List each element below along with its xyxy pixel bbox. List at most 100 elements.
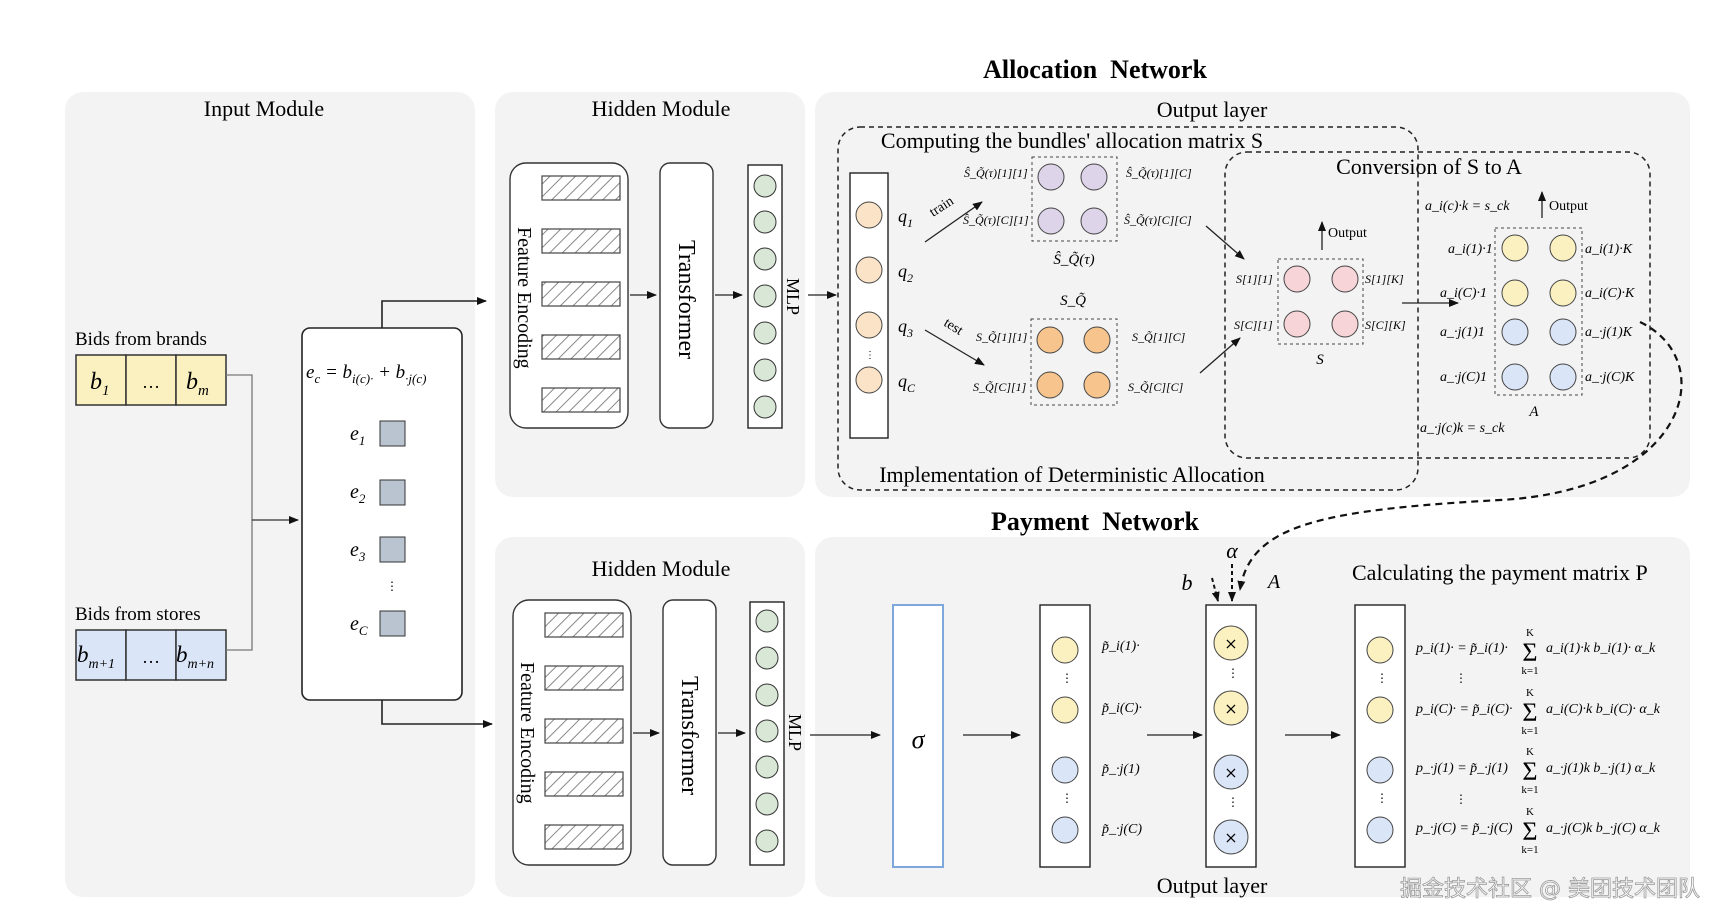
s-caption: S (1316, 352, 1324, 368)
q-label-1: q1 (898, 206, 913, 230)
multiply-column: α b A × ⋮ × × ⋮ × (1182, 538, 1281, 868)
svg-text:k=1: k=1 (1521, 784, 1538, 796)
s-tau-1c: Ŝ_Q̃(τ)[1][C] (1126, 166, 1192, 180)
feature-encoding-bottom-label: Feature Encoding (516, 662, 538, 804)
svg-text:a_i(1)·k b_i(1)· α_k: a_i(1)·k b_i(1)· α_k (1546, 641, 1656, 656)
mlp-top-label: MLP (783, 278, 803, 315)
s-tau-to-s-arrow (1205, 225, 1245, 260)
s-q-11: S_Q̃[1][1] (976, 330, 1028, 344)
a-matrix: a_i(c)·k = s_ck Output a_i(1)·1 a_i(C)·1… (1420, 191, 1635, 436)
formula-4: p_·j(C) = p̃_·j(C) K Σ k=1 a_·j(C)k b_·j… (1415, 806, 1661, 856)
svg-text:k=1: k=1 (1521, 725, 1538, 737)
transformer-bottom-label: Transformer (676, 676, 702, 795)
formula-3: p_·j(1) = p̃_·j(1) K Σ k=1 a_·j(1)k b_·j… (1415, 746, 1656, 796)
svg-text:×: × (1224, 634, 1237, 653)
hidden-module-bottom: Hidden Module Feature Encoding Transform… (512, 556, 805, 866)
a-right-3: a_·j(1)K (1585, 325, 1633, 340)
svg-text:⋮: ⋮ (1455, 671, 1467, 685)
brand-bids-row: b1 … bm (75, 354, 227, 406)
implementation-title: Implementation of Deterministic Allocati… (879, 462, 1265, 487)
a-left-2: a_i(C)·1 (1440, 286, 1487, 301)
a-right-1: a_i(1)·K (1585, 242, 1633, 257)
s-c1: S[C][1] (1234, 318, 1273, 332)
s-ck: S[C][K] (1365, 318, 1406, 332)
svg-text:k=1: k=1 (1521, 844, 1538, 856)
q-label-2: q2 (898, 261, 913, 285)
svg-text:⋮: ⋮ (1061, 791, 1073, 805)
conversion-dashed-box (1224, 151, 1651, 459)
s-matrix: Output S[1][1] S[1][K] S[C][1] S[C][K] S (1234, 221, 1406, 368)
svg-text:p_·j(C) = p̃_·j(C): p_·j(C) = p̃_·j(C) (1415, 821, 1513, 836)
a-to-payment-curve (1237, 321, 1683, 591)
bundles-dashed-box (837, 126, 1419, 491)
svg-text:Σ: Σ (1522, 698, 1537, 727)
p-tilde-1: p̃_i(1)· (1101, 639, 1140, 654)
payment-output-layer-title: Output layer (1157, 873, 1268, 898)
allocation-output-layer-title: Output layer (1157, 97, 1268, 122)
s-q-matrix: S_Q̃ S_Q̃[1][1] S_Q̃[1][C] S_Q̃[C][1] S_… (973, 292, 1186, 406)
q-label-3: q3 (898, 316, 913, 340)
bundles-title: Computing the bundles' allocation matrix… (881, 128, 1263, 153)
p-tilde-4: p̃_·j(C) (1101, 822, 1142, 837)
bids-connector (226, 374, 253, 651)
svg-text:⋮: ⋮ (1376, 671, 1388, 685)
a-formula-bottom: a_·j(c)k = s_ck (1420, 421, 1505, 436)
s-tau-11: Ŝ_Q̃(τ)[1][1] (964, 166, 1028, 180)
embedding-list: e1 e2 e3 ⋮ eC (350, 420, 406, 638)
b-label: b (1182, 570, 1193, 595)
embed-to-bottom-hidden-arrow (381, 700, 493, 728)
hidden-module-bottom-title: Hidden Module (592, 556, 731, 581)
payment-matrix: Calculating the payment matrix P ⋮ ⋮ p_i… (1352, 560, 1661, 868)
embedding-label-1: e1 (350, 423, 365, 448)
svg-text:p_i(C)· = p̃_i(C)·: p_i(C)· = p̃_i(C)· (1415, 702, 1513, 717)
payment-title: Calculating the payment matrix P (1352, 560, 1648, 585)
s-11: S[1][1] (1236, 272, 1273, 286)
embedding-label-3: e3 (350, 539, 366, 564)
svg-text:K: K (1526, 627, 1534, 639)
svg-text:Σ: Σ (1522, 638, 1537, 667)
s-q-to-s-arrow (1199, 337, 1241, 374)
embedding-label-2: e2 (350, 481, 366, 506)
embedding-cube-1 (379, 420, 406, 447)
sigma-box (892, 604, 944, 868)
brands-label: Bids from brands (75, 329, 207, 350)
embedding-label-c: eC (350, 613, 368, 638)
embedding-cube-c (379, 610, 406, 637)
svg-text:×: × (1224, 763, 1237, 782)
allocation-output-panel (815, 92, 1690, 497)
a-formula-top: a_i(c)·k = s_ck (1425, 199, 1510, 214)
svg-text:a_·j(C)k b_·j(C) α_k: a_·j(C)k b_·j(C) α_k (1546, 821, 1661, 836)
sigma-label: σ (912, 725, 926, 754)
alpha-label: α (1226, 538, 1238, 563)
s-q-caption: S_Q̃ (1060, 292, 1086, 309)
a-output-word: Output (1549, 199, 1588, 214)
brand-bid-ellipsis: … (142, 372, 160, 392)
conversion-title: Conversion of S to A (1336, 154, 1522, 179)
transformer-top-label: Transformer (673, 240, 699, 359)
a-left-4: a_·j(C)1 (1440, 370, 1487, 385)
a-left-1: a_i(1)·1 (1448, 242, 1493, 257)
q-label-c: qC (898, 371, 916, 395)
svg-text:K: K (1526, 746, 1534, 758)
test-arrow (924, 329, 985, 366)
svg-text:×: × (1224, 699, 1237, 718)
hidden-module-top-title: Hidden Module (592, 96, 731, 121)
p-tilde-2: p̃_i(C)· (1101, 701, 1142, 716)
mlp-bottom-label: MLP (785, 714, 805, 751)
formula-1: p_i(1)· = p̃_i(1)· K Σ k=1 a_i(1)·k b_i(… (1415, 627, 1656, 677)
p-tilde-3: p̃_·j(1) (1101, 762, 1140, 777)
payment-network-title: Payment Network (991, 507, 1199, 536)
hidden-module-top: Hidden Module Feature Encoding Transform… (509, 96, 837, 429)
svg-text:⋮: ⋮ (1227, 666, 1239, 680)
stores-label: Bids from stores (75, 604, 201, 625)
embedding-cube-3 (379, 536, 406, 563)
embedding-cube-2 (379, 479, 406, 506)
a-right-2: a_i(C)·K (1585, 286, 1635, 301)
store-bid-m1: bm+1 (77, 642, 115, 672)
s-tau-c1: Ŝ_Q̃(τ)[C][1] (963, 213, 1029, 227)
embed-to-top-hidden-arrow (381, 297, 487, 328)
svg-text:⋮: ⋮ (865, 350, 875, 361)
svg-text:Σ: Σ (1522, 757, 1537, 786)
a-left-3: a_·j(1)1 (1440, 325, 1485, 340)
